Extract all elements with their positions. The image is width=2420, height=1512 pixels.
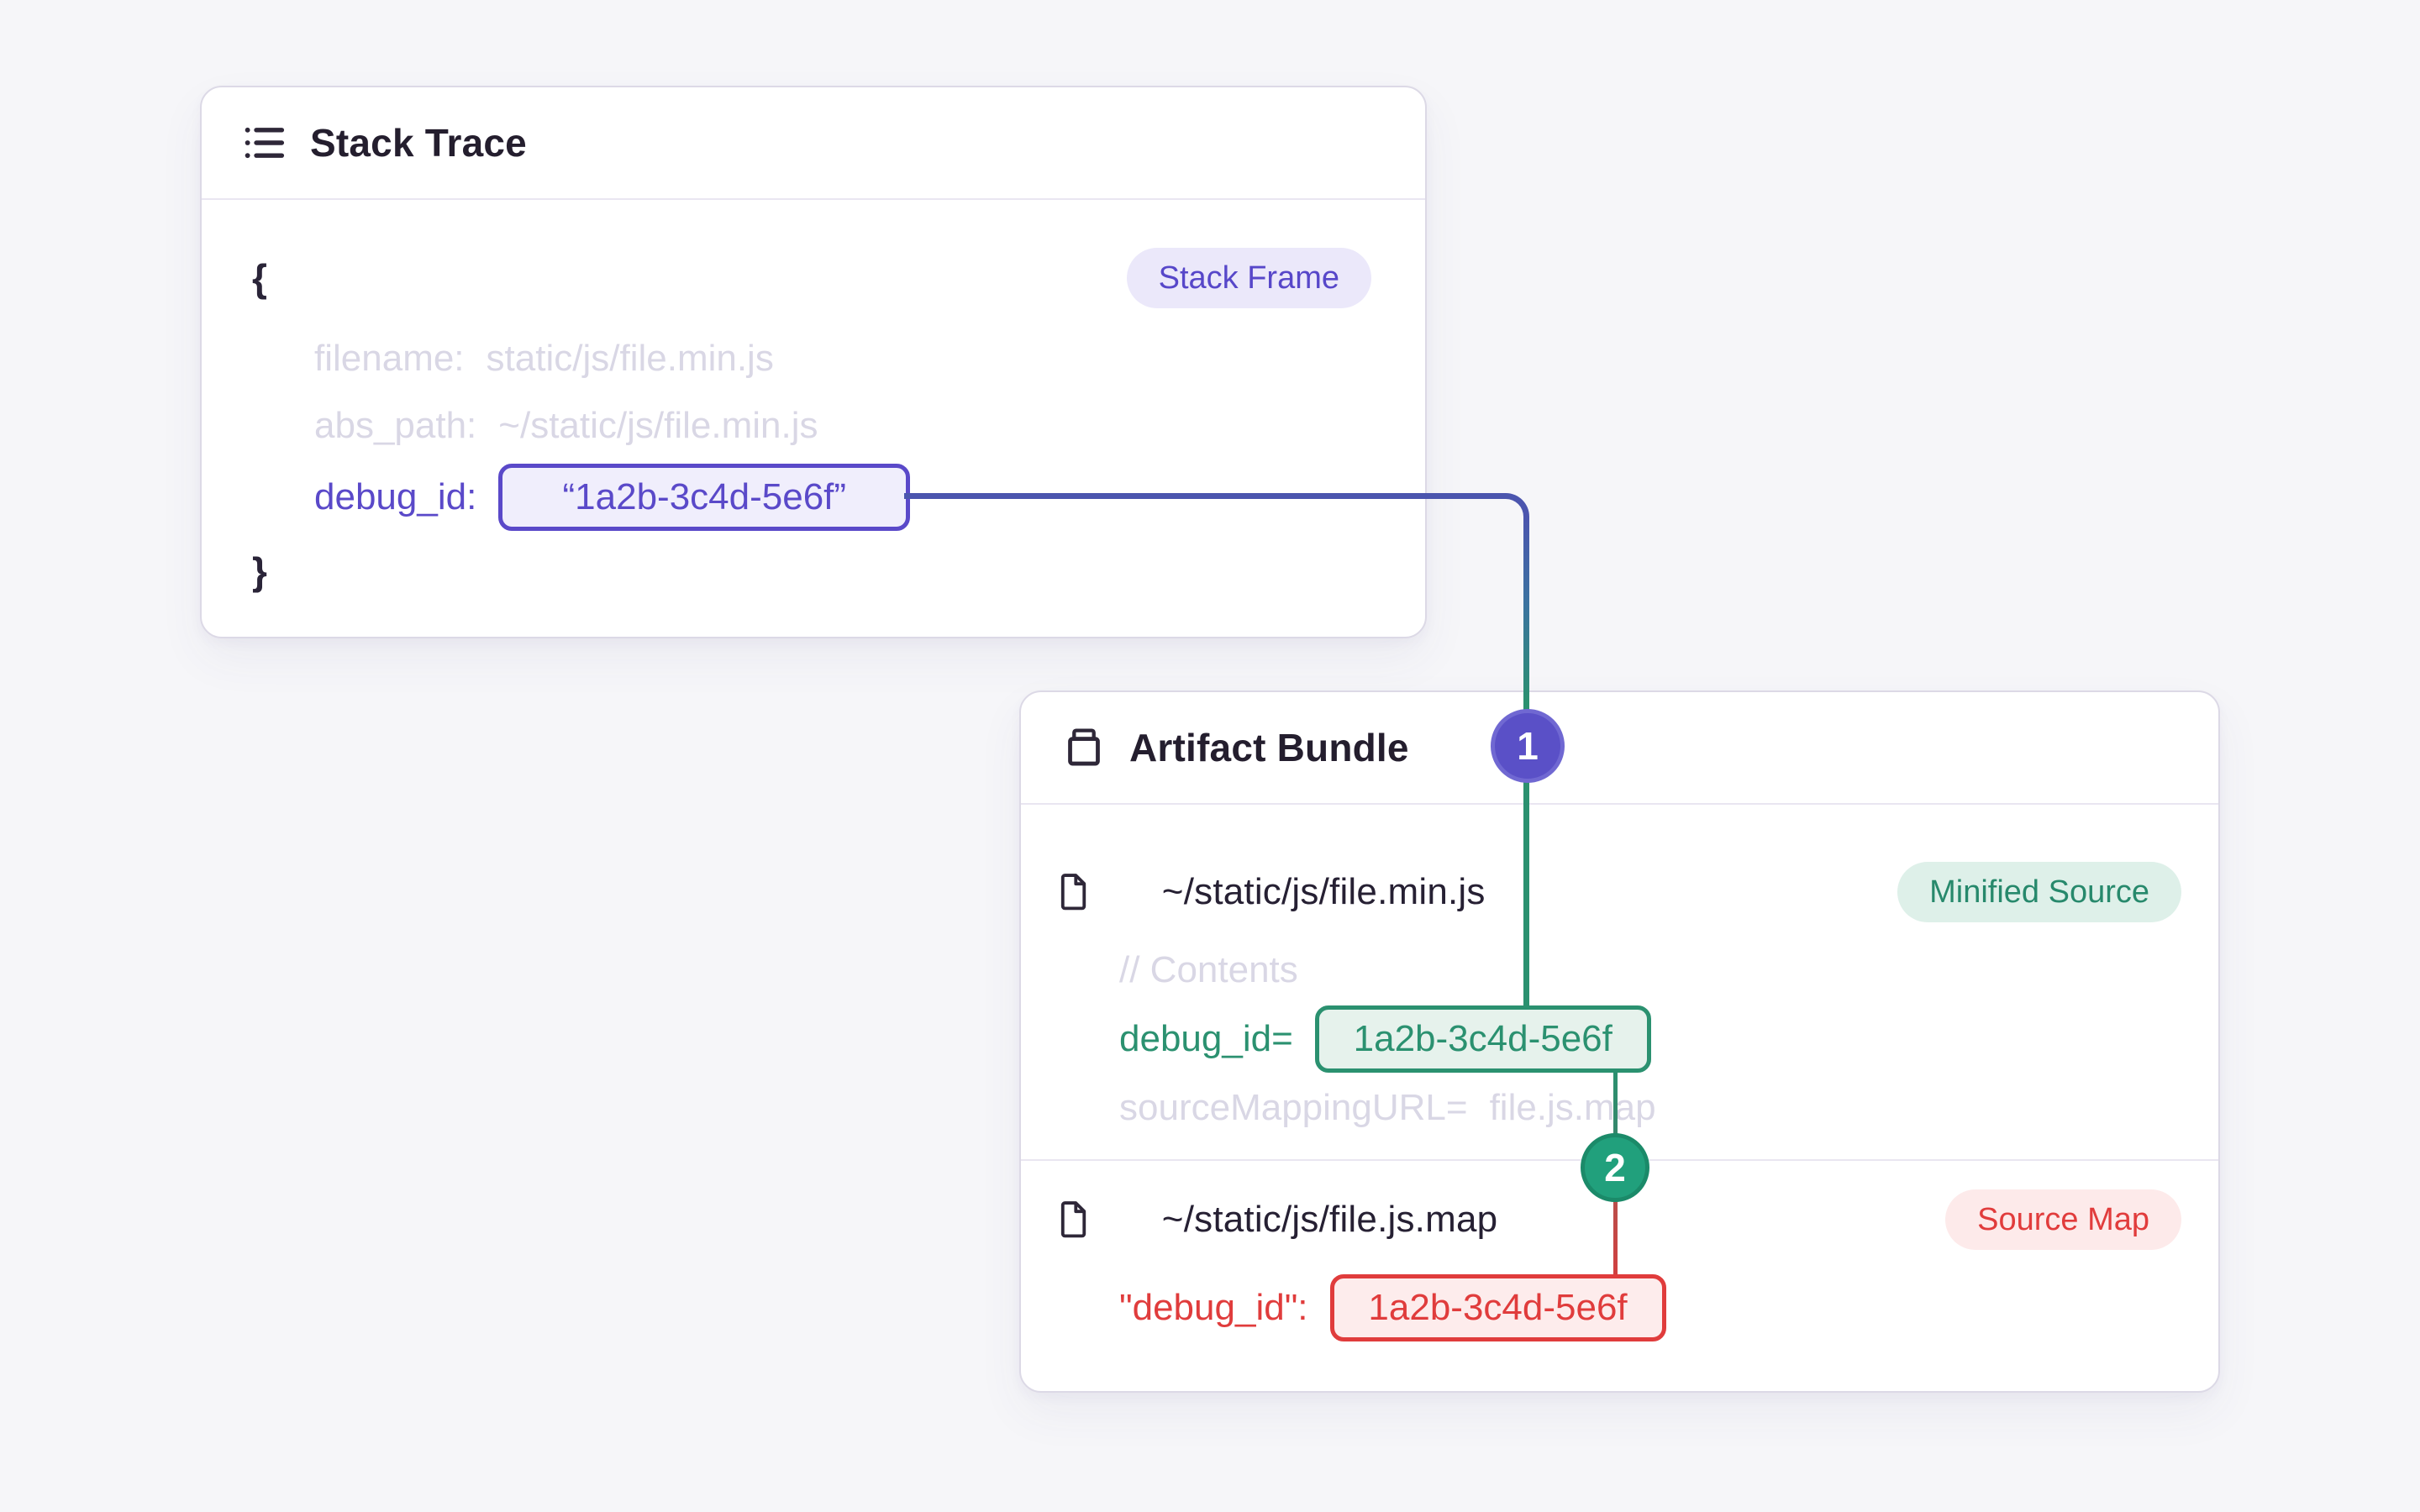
bundle-debug-id-label: debug_id= — [1119, 1018, 1293, 1059]
close-brace: } — [252, 549, 267, 593]
sourcemap-file-row: ~/static/js/file.js.map — [1055, 1115, 1497, 1325]
stack-frame-badge: Stack Frame — [1126, 248, 1371, 308]
file-icon — [1055, 1115, 1137, 1325]
archive-icon — [1062, 726, 1106, 769]
contents-comment: // Contents — [1119, 949, 1298, 991]
step-1-badge: 1 — [1491, 709, 1565, 783]
map-debug-id-label: "debug_id": — [1119, 1287, 1308, 1328]
open-brace: { — [252, 256, 267, 300]
debug-id-value-box: “1a2b-3c4d-5e6f” — [498, 464, 911, 531]
minified-source-badge: Minified Source — [1897, 862, 2181, 922]
file-icon — [1055, 787, 1137, 997]
source-mapping-value: file.js.map — [1489, 1087, 1656, 1128]
step-2-badge: 2 — [1581, 1133, 1649, 1202]
debug-id-label: debug_id: — [314, 476, 477, 517]
artifact-bundle-card: Artifact Bundle ~/static/js/file.min.js … — [1019, 690, 2220, 1393]
map-debug-id-value-box: 1a2b-3c4d-5e6f — [1329, 1274, 1666, 1341]
debug-id-line: debug_id: “1a2b-3c4d-5e6f” — [314, 464, 911, 531]
bundle-debug-id-value-box: 1a2b-3c4d-5e6f — [1314, 1005, 1651, 1073]
abs-path-line: abs_path: ~/static/js/file.min.js — [314, 405, 818, 447]
connector-line-horizontal — [904, 493, 1504, 499]
source-mapping-line: sourceMappingURL= file.js.map — [1119, 1087, 1656, 1129]
source-mapping-label: sourceMappingURL= — [1119, 1087, 1468, 1128]
source-map-badge: Source Map — [1945, 1189, 2181, 1250]
connector-line-corner — [1504, 493, 1529, 518]
contents-comment-text: // Contents — [1119, 949, 1298, 990]
stack-trace-card: Stack Trace { Stack Frame filename: stati… — [200, 86, 1427, 638]
filename-line: filename: static/js/file.min.js — [314, 338, 774, 380]
minified-file-row: ~/static/js/file.min.js — [1055, 787, 1486, 997]
bundle-debug-id-line: debug_id= 1a2b-3c4d-5e6f — [1119, 1005, 1651, 1073]
stack-trace-title: Stack Trace — [310, 121, 527, 165]
abs-path-value: ~/static/js/file.min.js — [498, 405, 818, 446]
minified-file-name: ~/static/js/file.min.js — [1161, 871, 1486, 912]
stack-trace-header: Stack Trace — [202, 87, 1425, 200]
artifact-bundle-header: Artifact Bundle — [1021, 692, 2218, 805]
artifact-bundle-title: Artifact Bundle — [1129, 726, 1409, 769]
sourcemap-file-name: ~/static/js/file.js.map — [1161, 1199, 1498, 1240]
list-icon — [243, 121, 287, 165]
abs-path-label: abs_path: — [314, 405, 477, 446]
filename-label: filename: — [314, 338, 465, 379]
filename-value: static/js/file.min.js — [486, 338, 774, 379]
map-debug-id-line: "debug_id": 1a2b-3c4d-5e6f — [1119, 1274, 1666, 1341]
